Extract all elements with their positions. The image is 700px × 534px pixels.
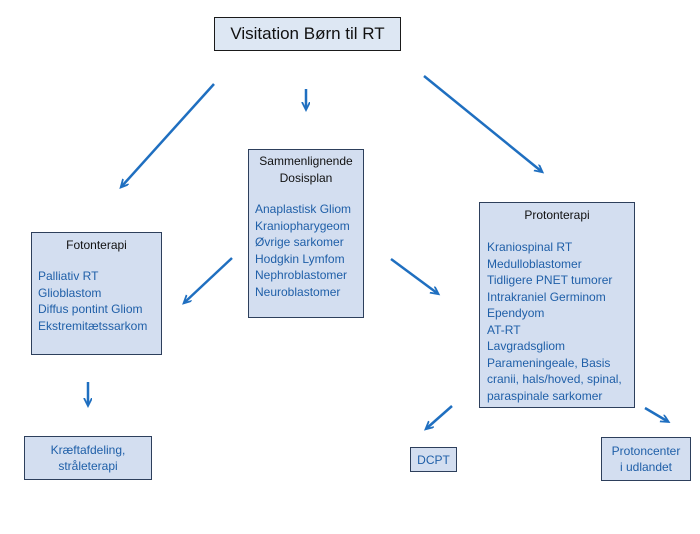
list-item: Neuroblastomer bbox=[255, 284, 341, 299]
arrow-title-to-photon bbox=[122, 83, 215, 186]
list-item: Ekstremitætssarkom bbox=[38, 318, 148, 333]
cancer-dept-line2: stråleterapi bbox=[58, 459, 118, 473]
comparison-list: Anaplastisk Gliom Kraniopharygeom Øvrige… bbox=[255, 201, 357, 300]
list-item: Glioblastom bbox=[38, 285, 102, 300]
proton-abroad-line1: Protoncenter bbox=[611, 444, 681, 458]
list-item: Kraniospinal RT bbox=[487, 240, 573, 254]
cancer-dept-box: Kræftafdeling, stråleterapi bbox=[24, 436, 152, 480]
cancer-dept-line1: Kræftafdeling, bbox=[50, 443, 126, 457]
comparison-heading-line1: Sammenlignende bbox=[259, 154, 353, 168]
comparison-heading: Sammenlignende Dosisplan bbox=[255, 153, 357, 187]
comparison-box: Sammenlignende Dosisplan Anaplastisk Gli… bbox=[248, 149, 364, 318]
diagram-title: Visitation Børn til RT bbox=[214, 17, 401, 51]
list-item: AT-RT bbox=[487, 322, 521, 337]
proton-list: Kraniospinal RT Medulloblastomer Tidlige… bbox=[487, 239, 627, 404]
photon-box: Fotonterapi Palliativ RT Glioblastom Dif… bbox=[31, 232, 162, 355]
proton-heading: Protonterapi bbox=[524, 208, 590, 222]
arrow-comparison-to-photon bbox=[185, 257, 233, 302]
list-item: Øvrige sarkomer bbox=[255, 235, 344, 249]
list-item: Nephroblastomer bbox=[255, 268, 348, 282]
dcpt-label: DCPT bbox=[417, 452, 450, 467]
list-item: Medulloblastomer bbox=[487, 256, 582, 271]
comparison-heading-line2: Dosisplan bbox=[279, 171, 333, 185]
list-item: Ependyom bbox=[487, 306, 545, 320]
list-item: paraspinale sarkomer bbox=[487, 388, 603, 403]
list-item: Kraniopharygeom bbox=[255, 218, 350, 233]
arrow-proton-to-abroad bbox=[644, 406, 667, 421]
list-item: Diffus pontint Gliom bbox=[38, 302, 143, 316]
list-item: Palliativ RT bbox=[38, 269, 99, 283]
title-text: Visitation Børn til RT bbox=[230, 24, 385, 43]
arrow-comparison-to-proton bbox=[390, 257, 437, 293]
list-item: Hodgkin Lymfom bbox=[255, 251, 345, 266]
list-item: Parameningeale, Basis bbox=[487, 355, 611, 370]
list-item: Intrakraniel Germinom bbox=[487, 289, 606, 304]
list-item: cranii, hals/hoved, spinal, bbox=[487, 372, 622, 386]
arrow-proton-to-dcpt bbox=[427, 405, 453, 428]
list-item: Tidligere PNET tumorer bbox=[487, 273, 613, 287]
arrow-title-to-proton bbox=[423, 75, 541, 171]
list-item: Anaplastisk Gliom bbox=[255, 202, 352, 216]
list-item: Lavgradsgliom bbox=[487, 339, 566, 353]
dcpt-box: DCPT bbox=[410, 447, 457, 472]
proton-abroad-box: Protoncenter i udlandet bbox=[601, 437, 691, 481]
proton-box: Protonterapi Kraniospinal RT Medulloblas… bbox=[479, 202, 635, 408]
photon-heading: Fotonterapi bbox=[66, 238, 127, 252]
proton-abroad-line2: i udlandet bbox=[619, 460, 673, 474]
photon-list: Palliativ RT Glioblastom Diffus pontint … bbox=[38, 268, 155, 334]
